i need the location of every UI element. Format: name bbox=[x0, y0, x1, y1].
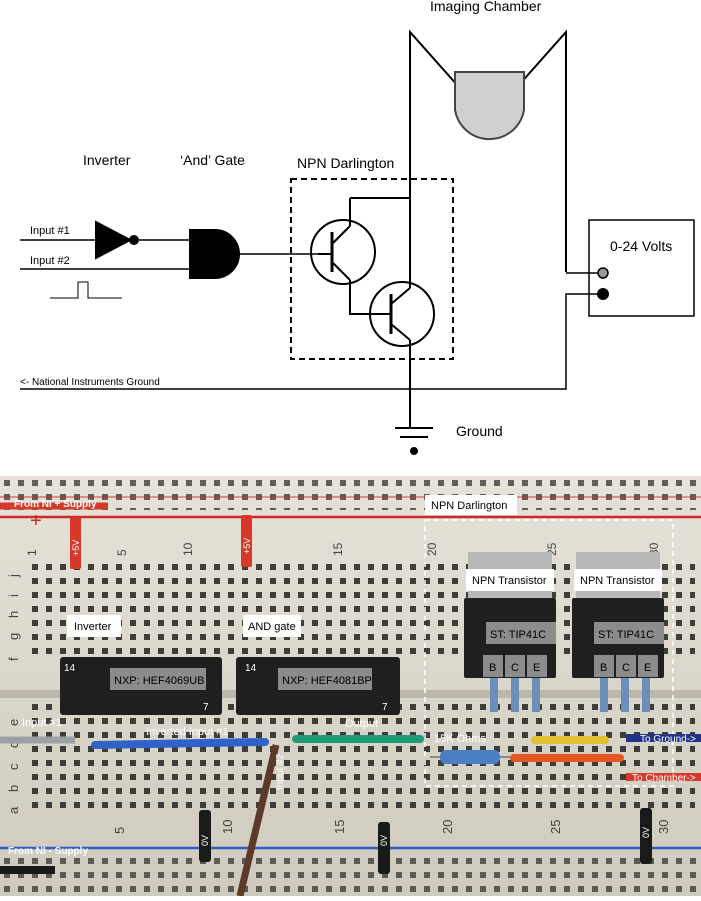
zero-v-label-2: 0V bbox=[379, 835, 389, 846]
chip1-part: NXP: HEF4069UB bbox=[114, 675, 204, 687]
ground-label: Ground bbox=[456, 423, 503, 439]
row-letter: j bbox=[6, 574, 21, 578]
row-letter: i bbox=[6, 594, 21, 597]
inverter-label: Inverter bbox=[83, 152, 131, 168]
transistor2-part: ST: TIP41C bbox=[598, 629, 654, 641]
chip1-pin14: 14 bbox=[64, 663, 76, 674]
col-number: 20 bbox=[440, 820, 455, 834]
zero-v-wire-3 bbox=[640, 808, 652, 864]
plus5v-wire-1 bbox=[70, 517, 81, 569]
supply-terminal-neg bbox=[597, 288, 609, 300]
col-number: 10 bbox=[220, 820, 235, 834]
imaging-chamber-housing-right bbox=[517, 29, 567, 272]
to-ground-label: To Ground-> bbox=[640, 734, 696, 745]
chip2-pin7: 7 bbox=[382, 702, 388, 713]
and-gate-photo-label: AND gate bbox=[248, 621, 296, 633]
zero-v-wire-1 bbox=[199, 810, 211, 862]
chip2-pin14: 14 bbox=[245, 663, 257, 674]
row-letter: g bbox=[6, 633, 21, 640]
col-number: 1 bbox=[25, 549, 39, 556]
plus5v-label-1: +5V bbox=[71, 540, 81, 556]
npn-darlington-photo-label: NPN Darlington bbox=[431, 500, 507, 512]
col-number: 15 bbox=[332, 820, 347, 834]
from-ni-minus-label: From NI - Supply bbox=[8, 846, 88, 857]
ni-ground-label: <- National Instruments Ground bbox=[20, 377, 160, 388]
pin-e: E bbox=[533, 662, 540, 674]
input2-photo-label: Input #2 bbox=[275, 753, 286, 790]
zero-v-label-3: 0V bbox=[641, 827, 651, 838]
resistor-label: 15K Ohms bbox=[434, 733, 486, 745]
input1-label: Input #1 bbox=[30, 225, 70, 237]
imaging-chamber-label: Imaging Chamber bbox=[430, 0, 542, 14]
row-letter: c bbox=[6, 763, 21, 770]
pin-c: C bbox=[511, 662, 519, 674]
inverter-bubble bbox=[129, 235, 139, 245]
pin-b: B bbox=[489, 662, 496, 674]
inverted-input-wire bbox=[91, 738, 269, 749]
plus5v-wire-2 bbox=[241, 515, 252, 567]
transistor2: NPN Transistor ST: TIP41C B C E bbox=[572, 552, 664, 712]
row-letter: h bbox=[6, 611, 21, 618]
row-letter: d bbox=[6, 741, 21, 748]
transistor1-label: NPN Transistor bbox=[472, 575, 547, 587]
zero-v-label-1: 0V bbox=[200, 835, 210, 846]
ground-symbol bbox=[410, 447, 418, 455]
input1-photo-label: Input #1 bbox=[22, 717, 62, 729]
transistor1-part: ST: TIP41C bbox=[490, 629, 546, 641]
schematic: Imaging Chamber Inverter ‘And’ Gate NPN … bbox=[20, 0, 695, 455]
col-number: 30 bbox=[656, 820, 671, 834]
inverted-input-label: Inverted Input #1 bbox=[146, 726, 229, 738]
row-letter: f bbox=[6, 657, 21, 661]
transistor2-symbol bbox=[369, 281, 435, 347]
row-letter: a bbox=[6, 806, 21, 814]
breadboard-photo: + 1 5 10 15 20 25 30 5 10 15 20 25 30 j … bbox=[0, 476, 701, 897]
input2-photo-wire bbox=[236, 744, 280, 897]
transistor1-symbol bbox=[310, 219, 376, 285]
from-ni-plus-label: From NI + Supply bbox=[14, 499, 97, 510]
to-chamber-label: To Chamber-> bbox=[632, 773, 696, 784]
row-letter: b bbox=[6, 785, 21, 792]
input2-label: Input #2 bbox=[30, 255, 70, 267]
darlington-box bbox=[290, 178, 454, 360]
transistor2-label: NPN Transistor bbox=[580, 575, 655, 587]
col-number: 10 bbox=[181, 542, 195, 556]
pin-b: B bbox=[600, 662, 607, 674]
supply-box bbox=[588, 219, 695, 317]
supply-label: 0-24 Volts bbox=[610, 238, 672, 254]
plus5v-label-2: +5V bbox=[242, 538, 252, 554]
output-label: Output bbox=[345, 718, 378, 730]
chip1-pin7: 7 bbox=[203, 702, 209, 713]
zero-v-wire-2 bbox=[378, 822, 390, 874]
col-number: 5 bbox=[112, 827, 127, 834]
chip2-part: NXP: HEF4081BP bbox=[282, 675, 372, 687]
darlington-region bbox=[424, 519, 674, 787]
resistor bbox=[440, 750, 500, 764]
and-gate-label: ‘And’ Gate bbox=[180, 152, 245, 168]
pin-e: E bbox=[644, 662, 651, 674]
transistor1: NPN Transistor ST: TIP41C B C E bbox=[464, 552, 556, 712]
col-number: 5 bbox=[115, 549, 129, 556]
and-gate-symbol bbox=[189, 229, 240, 279]
imaging-chamber-bulb bbox=[454, 71, 525, 141]
inverter-symbol bbox=[95, 220, 133, 260]
supply-terminal-pos bbox=[597, 267, 609, 279]
imaging-chamber-housing bbox=[409, 29, 459, 200]
col-number: 20 bbox=[425, 542, 439, 556]
inverter-photo-label: Inverter bbox=[74, 621, 112, 633]
col-number: 25 bbox=[548, 820, 563, 834]
pin-c: C bbox=[622, 662, 630, 674]
row-letter: e bbox=[6, 719, 21, 726]
svg-text:+: + bbox=[30, 510, 42, 532]
pulse-symbol bbox=[50, 281, 122, 299]
col-number: 15 bbox=[331, 542, 345, 556]
npn-darlington-label: NPN Darlington bbox=[297, 155, 394, 171]
